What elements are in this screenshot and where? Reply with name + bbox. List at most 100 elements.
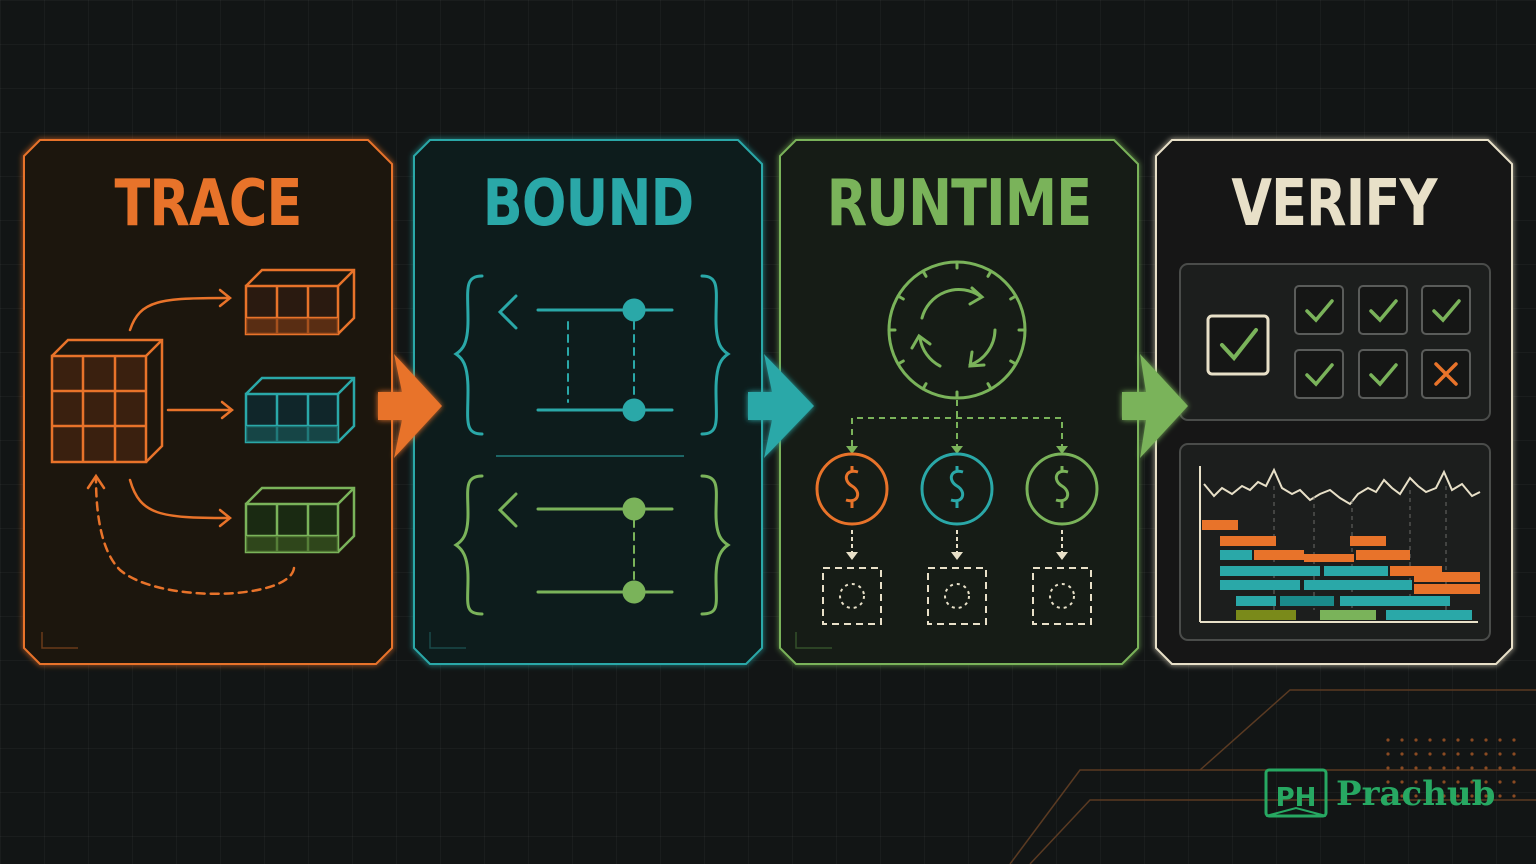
check-icon [1305, 299, 1334, 323]
slab-orange-icon [244, 268, 356, 336]
clock-tick [896, 359, 905, 366]
worker-orange-icon [815, 452, 889, 526]
decor-dot [1386, 752, 1390, 756]
panel-verify [1155, 139, 1513, 665]
stage-title-runtime: RUNTIME [826, 167, 1092, 241]
check-cell [1421, 285, 1471, 335]
worker-green-icon [1025, 452, 1099, 526]
worker-arrowheads [846, 552, 1068, 560]
decor-dot [1470, 766, 1474, 770]
bound-block-lower [453, 474, 731, 616]
worker-arrows [851, 530, 1063, 552]
decor-dot [1428, 794, 1432, 798]
decor-dot [1456, 752, 1460, 756]
decor-dot [1498, 766, 1502, 770]
decor-dot [1512, 794, 1516, 798]
decor-dot [1386, 794, 1390, 798]
decor-dot [1414, 752, 1418, 756]
decor-dot [1470, 738, 1474, 742]
clock-tick [1009, 294, 1018, 301]
brand-name: Prachub [1336, 774, 1496, 814]
decor-dot [1386, 766, 1390, 770]
decor-dot [1400, 766, 1404, 770]
decor-dot [1484, 780, 1488, 784]
arrow-bound-to-runtime [748, 354, 814, 458]
stage-title-trace: TRACE [114, 167, 302, 241]
prachub-logo-icon: PH [1264, 768, 1328, 818]
decor-dots [1386, 738, 1516, 798]
decor-dot [1470, 794, 1474, 798]
clock-tick [1009, 359, 1018, 366]
check-cell [1358, 349, 1408, 399]
decor-dot [1456, 766, 1460, 770]
bound-block-upper [453, 274, 731, 436]
trace-arrows [86, 288, 296, 596]
check-icon [1432, 299, 1461, 323]
check-cell [1358, 285, 1408, 335]
decor-dot [1400, 752, 1404, 756]
tensor-cube-icon [50, 338, 164, 464]
decor-dot [1484, 794, 1488, 798]
check-icon [1369, 363, 1398, 387]
worker-teal-icon [920, 452, 994, 526]
decor-dot [1442, 752, 1446, 756]
brand: Prachub [1262, 766, 1495, 822]
clock-tick [986, 269, 993, 278]
clock-tick [896, 294, 905, 301]
check-icon [1369, 299, 1398, 323]
decor-dot [1386, 780, 1390, 784]
decor-dot [1484, 752, 1488, 756]
checks-card [1179, 263, 1491, 421]
stage-title-verify: VERIFY [1231, 167, 1437, 241]
decor-dot [1414, 738, 1418, 742]
decor-dot [1456, 738, 1460, 742]
big-check-icon [1206, 314, 1270, 376]
clock-tick [921, 269, 928, 278]
decor-dot [1498, 794, 1502, 798]
slab-green-icon [244, 486, 356, 554]
decor-dot [1442, 738, 1446, 742]
decor-dot [1512, 780, 1516, 784]
panel-trace [23, 139, 393, 665]
runtime-cycle-icon [887, 260, 1027, 400]
clock-tick [986, 382, 993, 391]
stage-title-bound: BOUND [482, 167, 694, 241]
timeline-card [1179, 443, 1491, 641]
output-slots [822, 567, 1092, 625]
runtime-branches [851, 400, 1063, 448]
timeline-signal [1203, 467, 1481, 506]
decor-dot [1470, 752, 1474, 756]
decor-dot [1512, 738, 1516, 742]
decor-dot [1400, 738, 1404, 742]
check-cell [1294, 285, 1344, 335]
decor-dot [1498, 780, 1502, 784]
decor-dot [1442, 780, 1446, 784]
check-grid [1294, 285, 1471, 399]
decor-dot [1428, 752, 1432, 756]
decor-dot [1414, 780, 1418, 784]
arrow-runtime-to-verify [1122, 354, 1188, 458]
decor-dot [1484, 766, 1488, 770]
panel-bound [413, 139, 763, 665]
decor-dot [1428, 766, 1432, 770]
clock-tick [921, 382, 928, 391]
decor-dot [1400, 780, 1404, 784]
svg-text:PH: PH [1276, 783, 1317, 813]
decor-dot [1414, 794, 1418, 798]
decor-dot [1414, 766, 1418, 770]
decor-dot [1442, 794, 1446, 798]
decor-dot [1428, 780, 1432, 784]
check-cell [1294, 349, 1344, 399]
decor-lines [1009, 689, 1536, 864]
timeline-axes [1199, 466, 1478, 623]
decor-dot [1400, 794, 1404, 798]
check-icon [1305, 363, 1334, 387]
panel-runtime [779, 139, 1139, 665]
gantt-bars [1202, 520, 1480, 620]
arrow-trace-to-bound [378, 354, 442, 458]
decor-dot [1512, 752, 1516, 756]
decor-dot [1456, 780, 1460, 784]
decor-dot [1512, 766, 1516, 770]
decor-dot [1386, 738, 1390, 742]
